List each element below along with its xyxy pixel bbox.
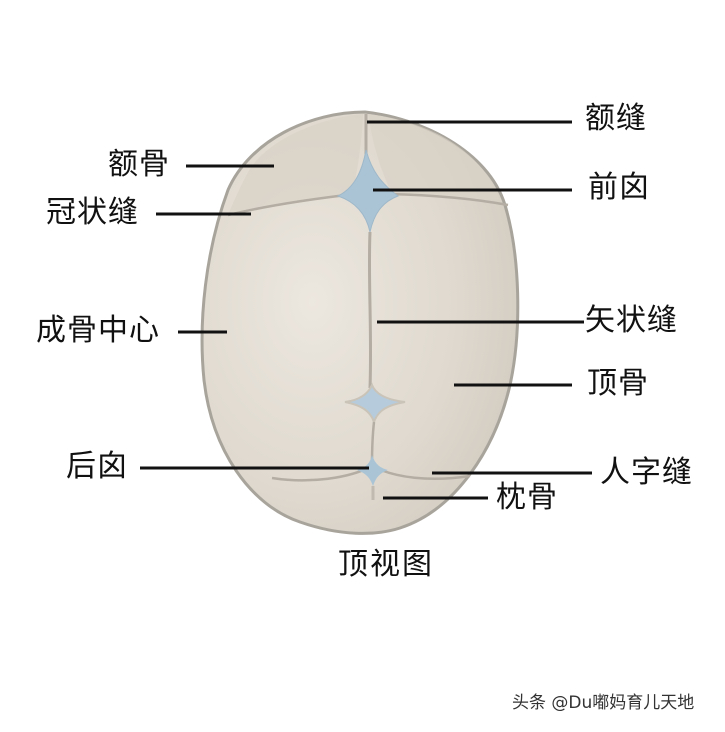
skull-outline — [200, 110, 520, 535]
label-lambdoid-suture: 人字缝 — [600, 455, 693, 490]
label-coronal-suture: 冠状缝 — [46, 195, 139, 230]
frontal-bone-right — [368, 114, 500, 200]
label-parietal-bone: 顶骨 — [587, 366, 649, 401]
frontal-bone-left — [228, 114, 363, 215]
posterior-fontanelle — [357, 455, 388, 486]
watermark: 头条 @Du嘟妈育儿天地 — [512, 693, 695, 713]
label-occipital-bone: 枕骨 — [496, 480, 558, 515]
sagittal-suture — [367, 231, 373, 389]
label-sagittal-suture: 矢状缝 — [585, 303, 678, 338]
label-ossification-center: 成骨中心 — [36, 313, 160, 348]
label-metopic-suture: 额缝 — [585, 101, 647, 136]
label-frontal-bone: 额骨 — [108, 147, 170, 182]
label-posterior-fontanelle: 后囟 — [66, 449, 128, 484]
diagram-caption: 顶视图 — [338, 547, 434, 582]
leader-lines — [140, 120, 592, 500]
label-anterior-fontanelle: 前囟 — [588, 170, 650, 205]
